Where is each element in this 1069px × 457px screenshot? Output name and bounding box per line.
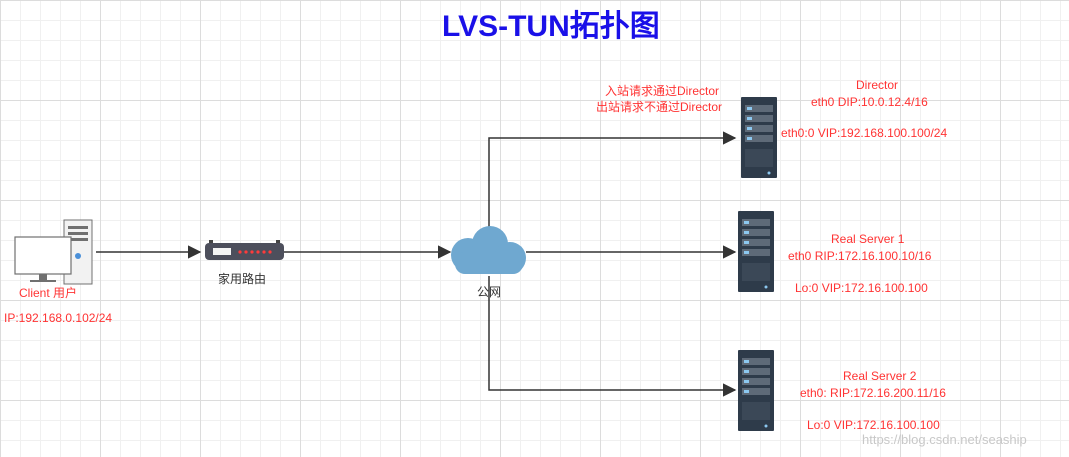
watermark: https://blog.csdn.net/seaship xyxy=(862,432,1027,447)
director-vip: eth0:0 VIP:192.168.100.100/24 xyxy=(781,126,948,140)
flow-note-inbound: 入站请求通过Director xyxy=(605,84,720,98)
router-label: 家用路由 xyxy=(218,272,267,286)
diagram-title: LVS-TUN拓扑图 xyxy=(442,10,660,43)
rs2-name: Real Server 2 xyxy=(843,369,917,383)
rs1-rip: eth0 RIP:172.16.100.10/16 xyxy=(788,249,932,263)
director-dip: eth0 DIP:10.0.12.4/16 xyxy=(811,95,928,109)
rs1-name: Real Server 1 xyxy=(831,232,905,246)
rs2-rip: eth0: RIP:172.16.200.11/16 xyxy=(800,386,946,400)
director-name: Director xyxy=(856,78,899,92)
arrow-internet-to-rs2 xyxy=(488,276,737,397)
internet-label: 公网 xyxy=(477,285,502,299)
rs2-vip: Lo:0 VIP:172.16.100.100 xyxy=(807,418,940,432)
client-label: Client 用户 xyxy=(19,286,78,300)
client-ip: IP:192.168.0.102/24 xyxy=(4,311,113,325)
arrow-internet-to-director xyxy=(488,131,737,228)
rs1-vip: Lo:0 VIP:172.16.100.100 xyxy=(795,281,928,295)
flow-note-outbound: 出站请求不通过Director xyxy=(596,100,723,114)
